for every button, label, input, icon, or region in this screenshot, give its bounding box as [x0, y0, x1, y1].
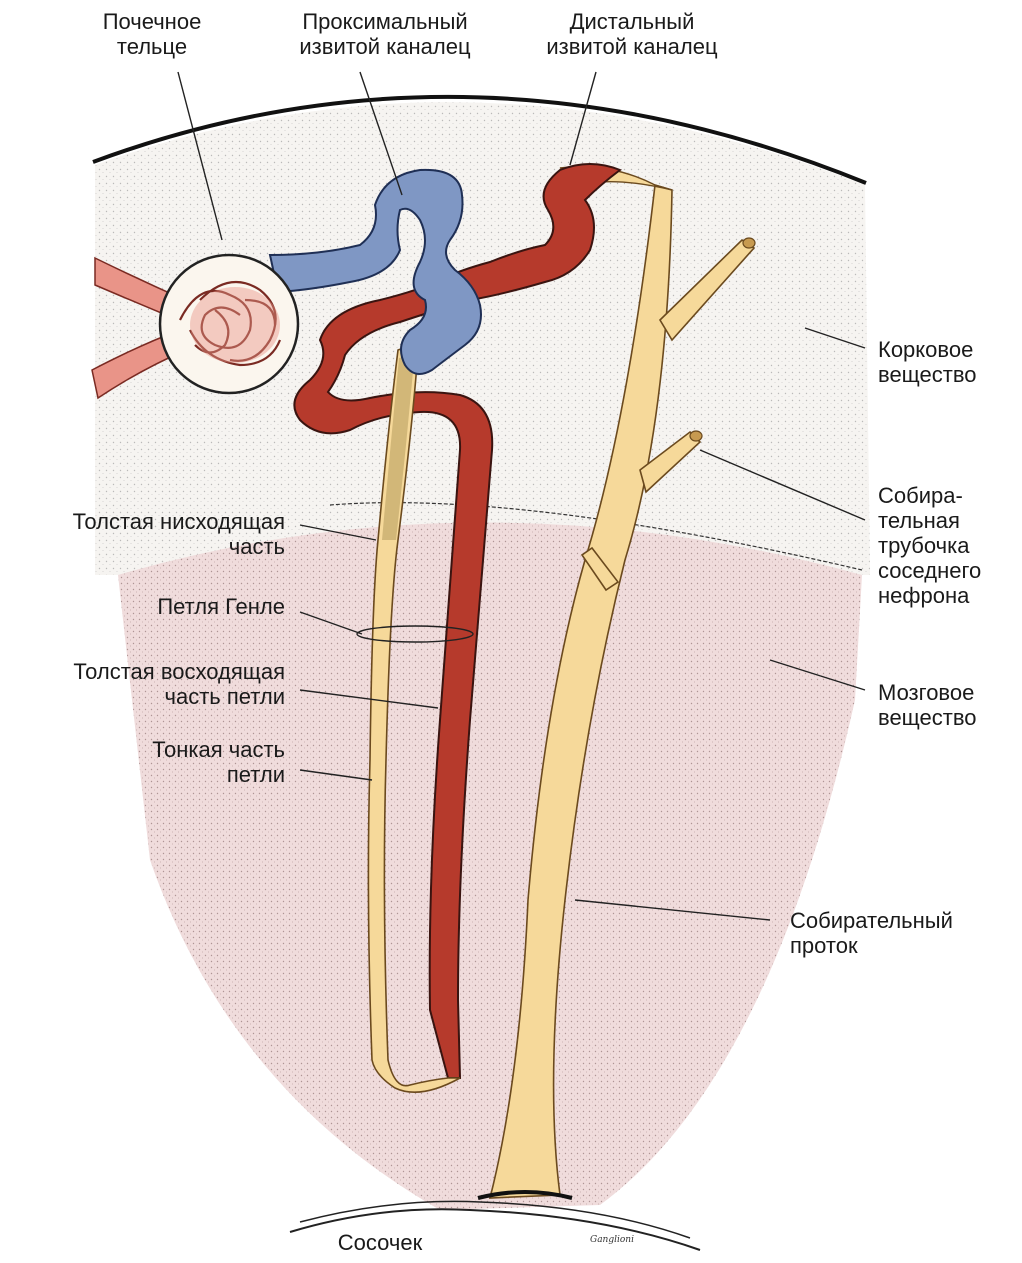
- label-loop-of-henle: Петля Генле: [0, 594, 285, 619]
- label-neighbor-line3: трубочка: [878, 533, 981, 558]
- label-thick-descending-line1: Толстая нисходящая: [0, 509, 285, 534]
- label-distal-line2: извитой каналец: [512, 34, 752, 59]
- label-neighbor-collecting-tubule: Собира- тельная трубочка соседнего нефро…: [878, 483, 981, 608]
- label-neighbor-line2: тельная: [878, 508, 981, 533]
- label-cortex: Корковое вещество: [878, 337, 977, 387]
- label-distal-line1: Дистальный: [512, 9, 752, 34]
- label-medulla-line1: Мозговое: [878, 680, 977, 705]
- label-collecting-duct: Собирательный проток: [790, 908, 953, 958]
- label-renal-corpuscle-line2: тельце: [92, 34, 212, 59]
- label-distal-tubule: Дистальный извитой каналец: [512, 9, 752, 59]
- label-thick-descending-line2: часть: [0, 534, 285, 559]
- label-papilla-line1: Сосочек: [310, 1230, 450, 1255]
- label-renal-corpuscle-line1: Почечное: [92, 9, 212, 34]
- medulla-stipple: [118, 523, 862, 1211]
- label-neighbor-line5: нефрона: [878, 583, 981, 608]
- label-loop-line1: Петля Генле: [0, 594, 285, 619]
- label-thin-line1: Тонкая часть: [0, 737, 285, 762]
- label-collecting-line2: проток: [790, 933, 953, 958]
- collecting-duct-branch-middle-opening: [690, 431, 702, 441]
- label-renal-corpuscle: Почечное тельце: [92, 9, 212, 59]
- label-thick-descending: Толстая нисходящая часть: [0, 509, 285, 559]
- label-proximal-line2: извитой каналец: [265, 34, 505, 59]
- label-thick-ascending-line1: Толстая восходящая: [0, 659, 285, 684]
- label-cortex-line2: вещество: [878, 362, 977, 387]
- label-papilla: Сосочек: [310, 1230, 450, 1255]
- label-neighbor-line4: соседнего: [878, 558, 981, 583]
- label-cortex-line1: Корковое: [878, 337, 977, 362]
- artist-signature: Ganglioni: [590, 1235, 634, 1245]
- label-medulla-line2: вещество: [878, 705, 977, 730]
- collecting-duct-branch-upper-opening: [743, 238, 755, 248]
- label-thin-line2: петли: [0, 762, 285, 787]
- label-thin-segment: Тонкая часть петли: [0, 737, 285, 787]
- label-thick-ascending-line2: часть петли: [0, 684, 285, 709]
- label-neighbor-line1: Собира-: [878, 483, 981, 508]
- label-medulla: Мозговое вещество: [878, 680, 977, 730]
- glomerulus-fill: [190, 287, 280, 363]
- label-proximal-line1: Проксимальный: [265, 9, 505, 34]
- label-thick-ascending: Толстая восходящая часть петли: [0, 659, 285, 709]
- label-proximal-tubule: Проксимальный извитой каналец: [265, 9, 505, 59]
- label-collecting-line1: Собирательный: [790, 908, 953, 933]
